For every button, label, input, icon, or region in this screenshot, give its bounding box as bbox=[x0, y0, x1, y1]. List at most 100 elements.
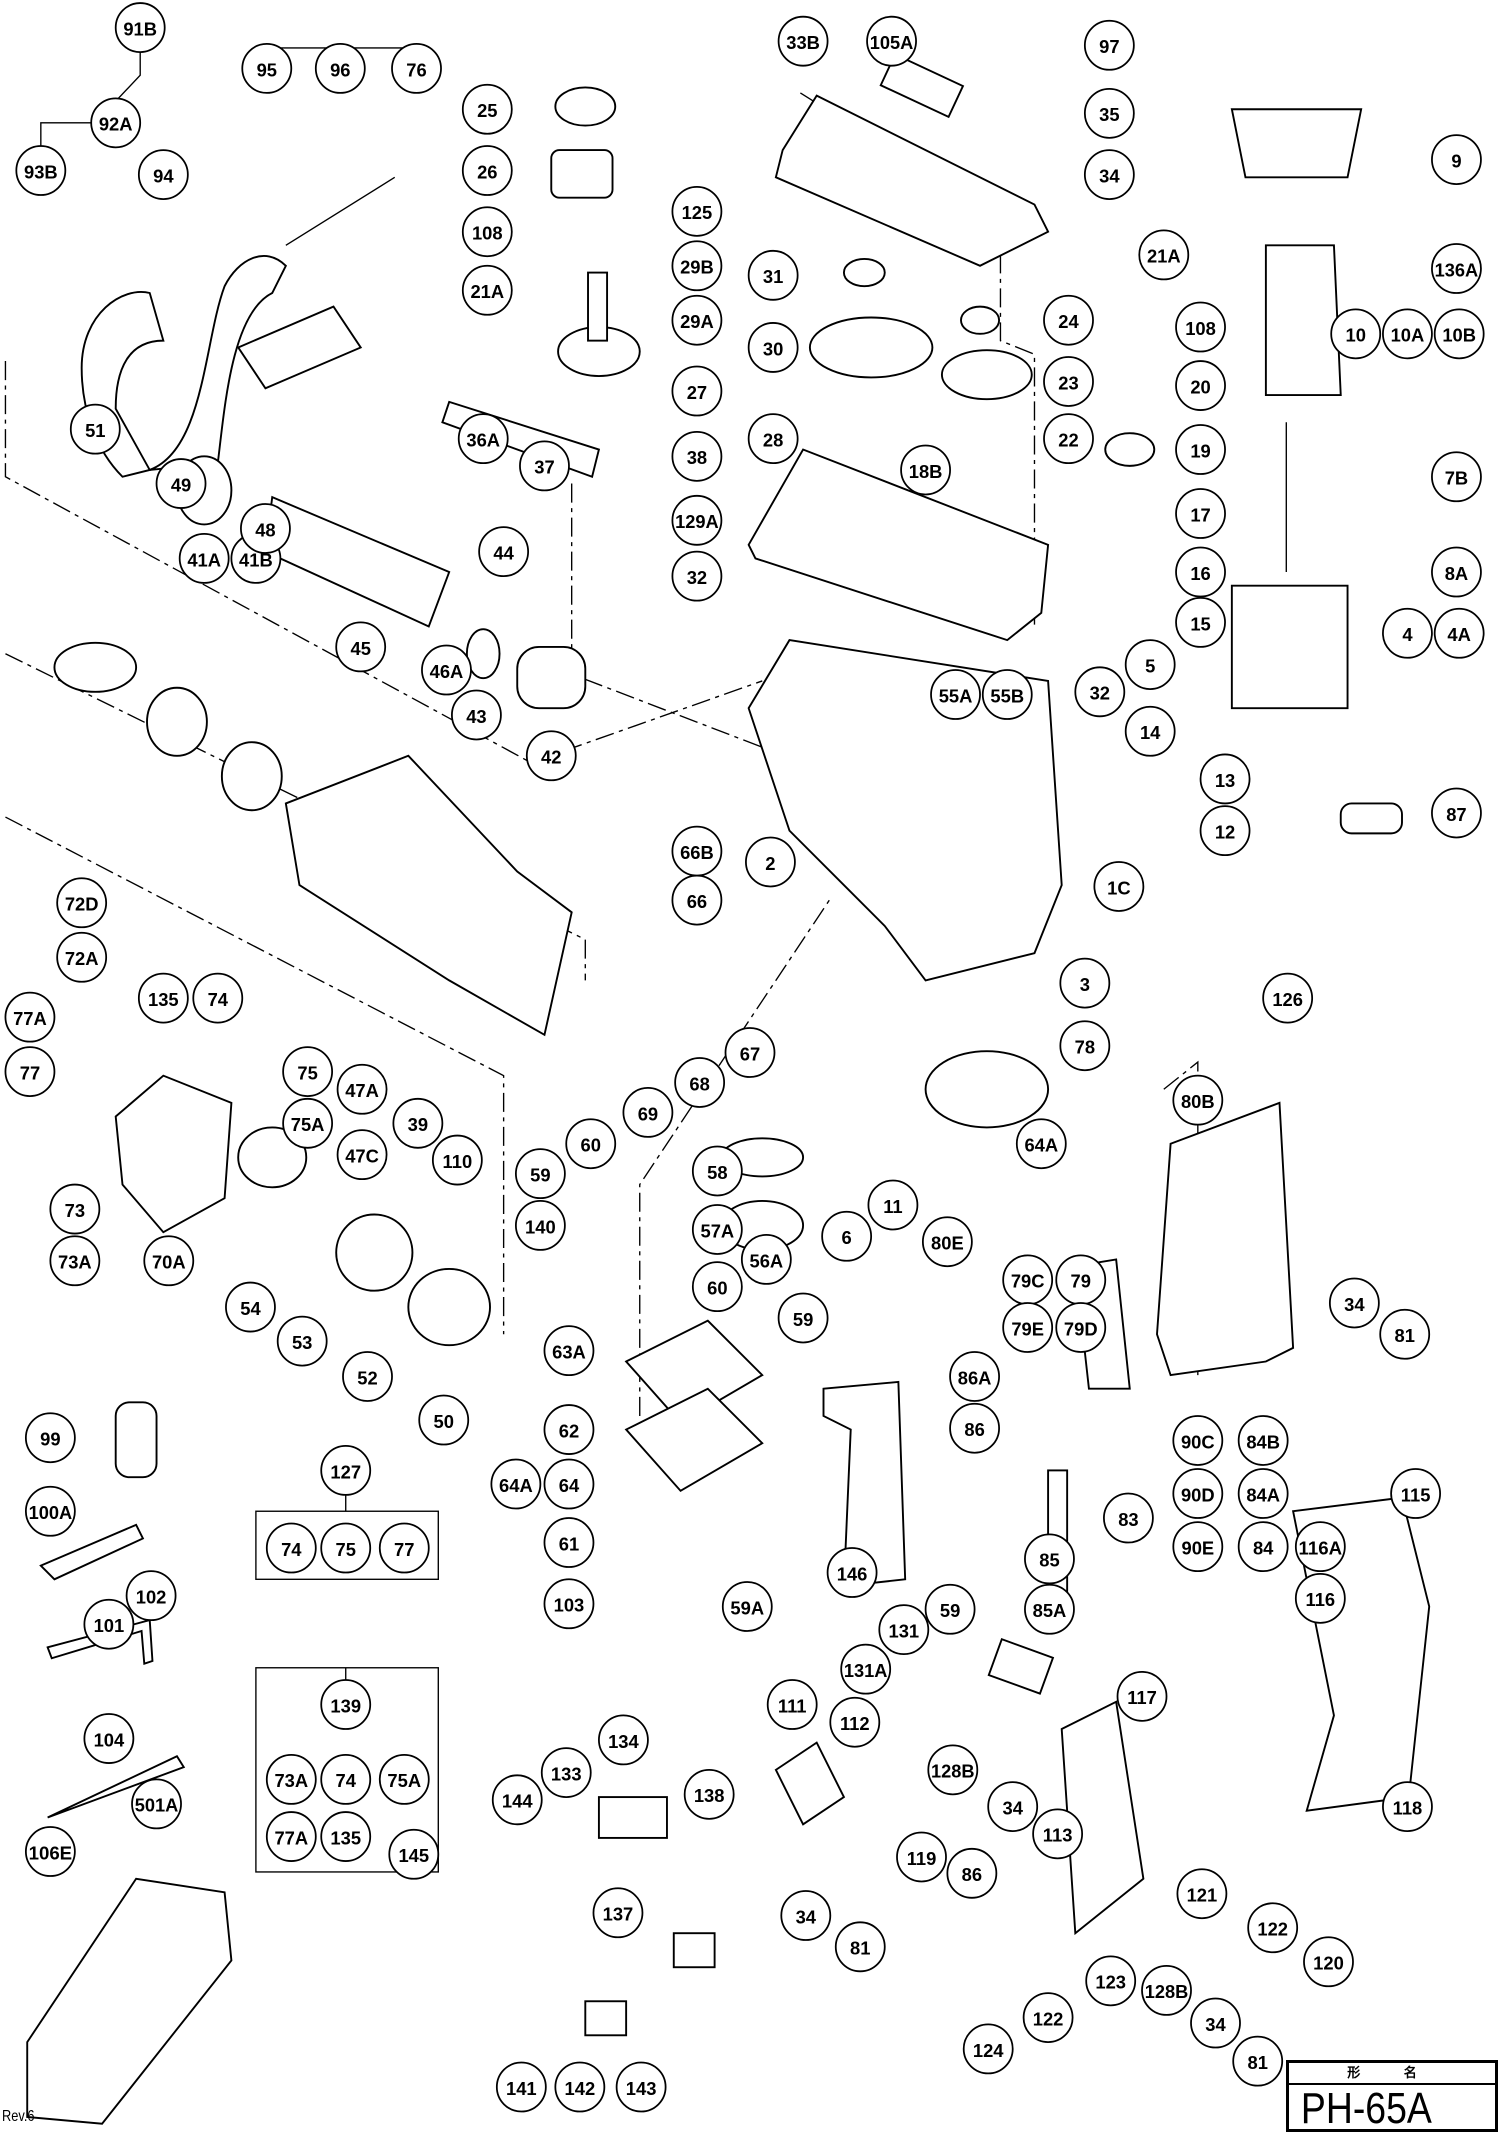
callout-label: 67 bbox=[740, 1043, 760, 1064]
assembly-line-base bbox=[639, 898, 831, 1416]
callout-label: 3 bbox=[1080, 974, 1090, 995]
callout-label: 66B bbox=[680, 842, 714, 863]
callout-label: 60 bbox=[707, 1278, 727, 1299]
callout-circle bbox=[671, 430, 723, 482]
callout-label: 23 bbox=[1058, 372, 1078, 393]
callout-circle bbox=[320, 1522, 372, 1574]
callout-circle bbox=[949, 1351, 1000, 1402]
callout-circle bbox=[540, 1747, 592, 1798]
callout-134: 134 bbox=[598, 1714, 649, 1766]
callout-circle bbox=[962, 2023, 1014, 2075]
callout-circle bbox=[543, 1325, 595, 1377]
callout-27: 27 bbox=[671, 365, 723, 417]
callout-label: 35 bbox=[1099, 104, 1119, 125]
callout-75A: 75A bbox=[282, 1097, 334, 1149]
callout-label: 6 bbox=[842, 1227, 852, 1248]
callout-label: 55A bbox=[939, 685, 973, 706]
fan-guide-9 bbox=[1230, 108, 1363, 179]
callout-55A: 55A bbox=[930, 669, 981, 720]
callout-circle bbox=[867, 1179, 919, 1231]
callout-circle bbox=[1232, 2035, 1284, 2087]
callout-circle bbox=[1024, 1583, 1075, 1635]
callout-label: 52 bbox=[357, 1367, 377, 1388]
callout-label: 75A bbox=[291, 1114, 325, 1135]
callout-label: 34 bbox=[1344, 1294, 1365, 1315]
callout-label: 36A bbox=[466, 430, 500, 451]
callout-label: 20 bbox=[1190, 376, 1210, 397]
callout-circle bbox=[1172, 1468, 1224, 1519]
callout-121: 121 bbox=[1176, 1868, 1228, 1920]
callout-circle bbox=[622, 1087, 674, 1138]
callout-label: 54 bbox=[240, 1298, 261, 1319]
callout-label: 38 bbox=[687, 447, 707, 468]
parts-137 bbox=[672, 1932, 716, 1969]
callout-18B: 18B bbox=[900, 444, 951, 496]
callout-circle bbox=[691, 1261, 743, 1313]
callout-label: 91B bbox=[123, 18, 157, 39]
crank-case-1C bbox=[747, 639, 1063, 982]
callout-label: 9 bbox=[1451, 150, 1461, 171]
callout-label: 79 bbox=[1071, 1271, 1091, 1292]
callout-circle bbox=[671, 365, 723, 417]
callout-circle bbox=[1176, 1868, 1228, 1920]
callout-label: 116A bbox=[1299, 1537, 1343, 1558]
callout-label: 10 bbox=[1346, 325, 1366, 346]
callout-34: 34 bbox=[987, 1781, 1039, 1832]
callout-label: 48 bbox=[255, 519, 275, 540]
callout-circle bbox=[431, 1134, 483, 1186]
callout-circle bbox=[525, 730, 577, 782]
callout-122: 122 bbox=[1247, 1902, 1299, 1954]
callout-label: 34 bbox=[1205, 2014, 1226, 2035]
callout-86A: 86A bbox=[949, 1351, 1000, 1402]
callout-circle bbox=[131, 1778, 182, 1830]
callout-label: 49 bbox=[171, 474, 191, 495]
callout-circle bbox=[598, 1714, 649, 1766]
title-block: 形 名 PH-65A bbox=[1286, 2060, 1498, 2133]
callout-label: 146 bbox=[837, 1563, 868, 1584]
callout-label: 106E bbox=[29, 1842, 73, 1863]
callout-80B: 80B bbox=[1172, 1074, 1224, 1126]
callout-label: 116 bbox=[1306, 1589, 1336, 1610]
callout-label: 32 bbox=[687, 567, 707, 588]
callout-7B: 7B bbox=[1431, 451, 1482, 503]
callout-circle bbox=[56, 931, 108, 983]
callout-label: 64A bbox=[499, 1475, 533, 1496]
side-handle-grip bbox=[236, 305, 363, 390]
grip-46A bbox=[284, 754, 573, 1037]
callout-circle bbox=[1138, 229, 1190, 281]
callout-label: 16 bbox=[1190, 563, 1210, 584]
callout-128B: 128B bbox=[927, 1744, 979, 1796]
callout-74: 74 bbox=[192, 972, 244, 1024]
callout-label: 77A bbox=[274, 1827, 308, 1848]
callout-label: 10B bbox=[1442, 325, 1476, 346]
callout-105A: 105A bbox=[866, 15, 917, 67]
callout-46A: 46A bbox=[421, 644, 472, 696]
callout-94: 94 bbox=[137, 149, 189, 200]
callout-97: 97 bbox=[1083, 19, 1135, 71]
callout-circle bbox=[747, 413, 799, 465]
callout-14: 14 bbox=[1124, 705, 1176, 757]
callout-label: 25 bbox=[477, 100, 497, 121]
armature-10 bbox=[1264, 244, 1342, 397]
callout-circle bbox=[461, 145, 513, 196]
callout-77A: 77A bbox=[265, 1811, 317, 1862]
callout-circle bbox=[178, 533, 230, 584]
callout-circle bbox=[615, 2061, 667, 2113]
crank-shaft bbox=[587, 271, 609, 342]
callout-circle bbox=[683, 1768, 735, 1820]
callout-circle bbox=[314, 43, 366, 94]
callout-45: 45 bbox=[335, 621, 387, 673]
callout-circle bbox=[225, 1281, 276, 1333]
callout-92A: 92A bbox=[90, 97, 142, 149]
callout-label: 134 bbox=[608, 1731, 639, 1752]
callout-label: 75 bbox=[336, 1539, 356, 1560]
callout-label: 60 bbox=[581, 1135, 601, 1156]
callout-28: 28 bbox=[747, 413, 799, 465]
callout-48: 48 bbox=[240, 503, 291, 554]
callout-label: 5 bbox=[1145, 655, 1155, 676]
callout-label: 115 bbox=[1401, 1484, 1431, 1505]
callout-143: 143 bbox=[615, 2061, 667, 2113]
callout-label: 73 bbox=[65, 1200, 85, 1221]
callout-131A: 131A bbox=[840, 1643, 892, 1695]
callout-13: 13 bbox=[1199, 753, 1251, 805]
